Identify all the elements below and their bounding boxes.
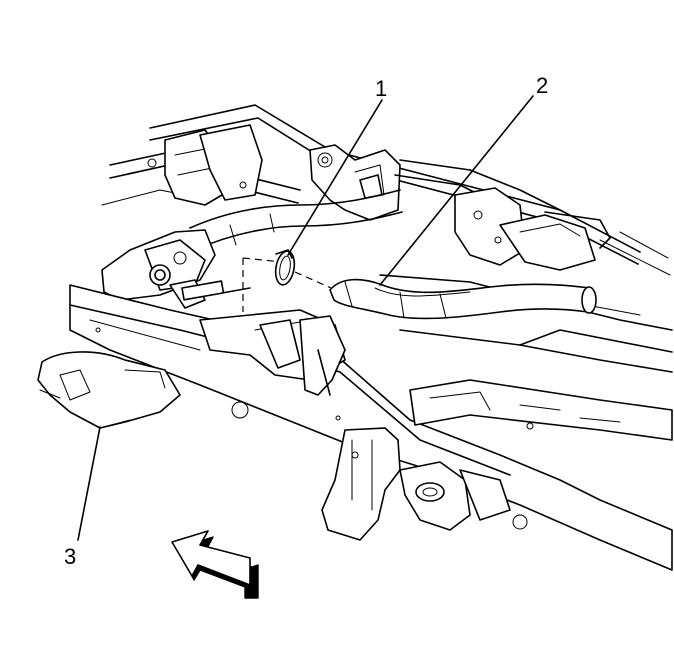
body-side-rocker (409, 379, 673, 441)
callout-2: 2 (536, 73, 548, 98)
clamp-part (274, 249, 296, 286)
leader-lines (77, 95, 534, 541)
middle-crossmember (199, 309, 346, 396)
filler-hose-part (329, 278, 597, 320)
driveline-assembly (101, 229, 251, 309)
callout-1: 1 (375, 76, 387, 101)
rear-bracket-center (309, 144, 401, 221)
leader-line-2 (379, 95, 534, 286)
callout-3: 3 (64, 544, 76, 569)
leader-line-1 (287, 99, 383, 256)
crossmember-right (394, 159, 611, 271)
rear-bracket-left (147, 124, 263, 206)
exhaust-crossover-pipe (189, 189, 403, 251)
front-arrow-icon (171, 530, 259, 599)
leader-line-3 (77, 426, 101, 541)
body-mount-bracket (321, 427, 511, 541)
heat-shield-part (37, 351, 181, 429)
